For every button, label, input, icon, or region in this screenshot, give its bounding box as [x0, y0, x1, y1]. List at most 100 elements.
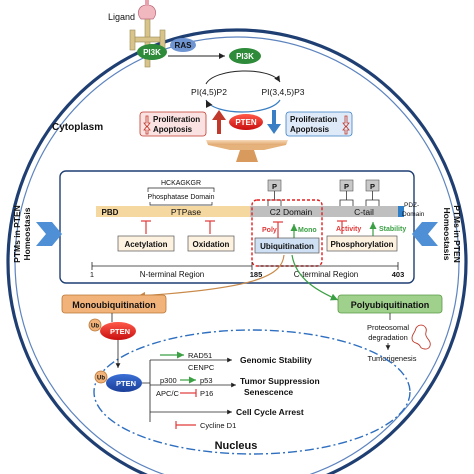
left-side-label-1: PTMs in PTEN	[12, 205, 22, 263]
pten-down-arrow	[267, 110, 281, 134]
cytoplasm-label: Cytoplasm	[52, 122, 103, 133]
mono-label: Mono	[298, 227, 317, 234]
ligand-label: Ligand	[108, 12, 135, 22]
pdz-domain	[398, 206, 404, 217]
cell-cycle-label: Cell Cycle Arrest	[236, 407, 304, 417]
acetylation-box	[117, 235, 175, 252]
apcc-label: APC/C	[156, 389, 180, 398]
mono-ub-icon	[88, 318, 102, 332]
c2-label: C2 Domain	[270, 207, 313, 217]
left-side-label-2: Homeostasis	[22, 207, 32, 260]
pos-start: 1	[90, 270, 94, 279]
mono-ub-label: Ub	[91, 324, 99, 330]
cell-membrane-inner	[14, 36, 460, 474]
p53-label: p53	[200, 376, 213, 385]
to-mono-arrow	[137, 254, 285, 300]
pi3k-bound	[137, 44, 167, 60]
ptm-inhibition-lines	[141, 220, 347, 234]
svg-text:P: P	[370, 182, 375, 191]
activity-label: Activity	[336, 226, 361, 233]
pi3k-free	[229, 48, 261, 64]
p16-label: P16	[200, 389, 213, 398]
hckagkgr-bracket	[147, 187, 215, 192]
ctail-label: C-tail	[354, 207, 374, 217]
c2-domain	[250, 206, 330, 217]
tumorigenesis-label: Tumorigenesis	[368, 354, 417, 363]
pip2-label: PI(4,5)P2	[191, 87, 227, 97]
left-outcome-box: Proliferation Apoptosis	[139, 111, 207, 137]
tumor-suppression-label: Tumor Suppression	[240, 376, 320, 386]
pbd-label: PBD	[102, 208, 119, 217]
left-apoptosis: Apoptosis	[153, 125, 193, 134]
stability-label: Stability	[379, 226, 406, 233]
ras-label: RAS	[175, 41, 193, 50]
pip3-to-pip2-arrow	[205, 99, 281, 113]
nuclear-pten-node	[106, 374, 142, 392]
pip2-to-pip3-arrow	[205, 70, 281, 85]
right-apoptosis: Apoptosis	[290, 125, 330, 134]
ras-node	[170, 38, 196, 52]
n-region-label: N-terminal Region	[140, 270, 204, 279]
pi3k-free-label: PI3K	[236, 52, 254, 61]
up-arrow-icon	[143, 125, 151, 135]
domain-panel	[59, 170, 415, 284]
acetylation-label: Acetylation	[124, 240, 167, 249]
senescence-label: Senescence	[244, 387, 293, 397]
left-proliferation: Proliferation	[153, 115, 200, 124]
pbd-domain	[96, 206, 124, 217]
nuclear-ub-icon	[94, 370, 108, 384]
oxidation-label: Oxidation	[193, 240, 230, 249]
phosphorylation-box	[326, 235, 398, 252]
rad51-label: RAD51	[188, 351, 212, 360]
ubiquitination-label: Ubiquitination	[260, 242, 314, 251]
oxidation-box	[187, 235, 235, 252]
pi3k-bound-label: PI3K	[143, 48, 161, 57]
nucleus-membrane	[93, 329, 411, 455]
nuclear-branch	[142, 360, 151, 422]
p300-label: p300	[160, 376, 177, 385]
genomic-stability-label: Genomic Stability	[240, 355, 312, 365]
pten-node	[229, 114, 263, 130]
to-poly-arrow	[291, 254, 339, 301]
down-arrow-icon	[143, 115, 151, 128]
pten-up-arrow	[212, 110, 226, 134]
ligand-icon	[137, 0, 157, 20]
mono-pten-node	[100, 322, 136, 340]
phosphorylation-label: Phosphorylation	[330, 240, 393, 249]
polyubiquitination-label: Polyubiquitination	[351, 300, 430, 310]
proteosomal-label-2: degradation	[368, 333, 408, 342]
down-arrow-icon	[342, 115, 350, 128]
phospho-site-2: P	[339, 179, 354, 206]
ctail-domain	[330, 206, 398, 217]
nucleus-label: Nucleus	[215, 440, 258, 452]
pten-label: PTEN	[235, 118, 257, 127]
degraded-protein-icon	[411, 324, 431, 350]
pip3-label: PI(3,4,5)P3	[262, 87, 305, 97]
right-side-label-1: PTMs in PTEN	[452, 205, 462, 263]
pos-end: 403	[392, 270, 405, 279]
ubiquitination-box	[254, 237, 320, 254]
left-chevron-icon	[36, 222, 62, 246]
pdz-label-2: Domain	[402, 211, 425, 218]
phospho-site-3: P	[365, 179, 380, 206]
ptpase-domain	[124, 206, 250, 217]
nuclear-pten-label: PTEN	[116, 379, 136, 388]
proteosomal-label-1: Proteosomal	[367, 323, 409, 332]
cell-membrane-outer	[6, 28, 468, 474]
c-region-label: C-terminal Region	[294, 270, 358, 279]
pos-mid: 185	[250, 270, 263, 279]
cyclin-label: Cycline D1	[200, 421, 236, 430]
nuclear-ub-label: Ub	[97, 376, 105, 382]
pdz-label-1: PDZ-	[404, 202, 419, 209]
monoubiquitination-label: Monoubiquitination	[72, 300, 155, 310]
svg-text:P: P	[344, 182, 349, 191]
svg-text:P: P	[272, 182, 277, 191]
right-proliferation: Proliferation	[290, 115, 337, 124]
up-arrow-icon	[342, 125, 350, 135]
monoubiquitination-box	[61, 294, 167, 314]
right-outcome-box: Proliferation Apoptosis	[285, 111, 353, 137]
phosphatase-label: Phosphatase Domain	[148, 194, 215, 201]
right-side-label-2: Homeostasis	[442, 208, 452, 261]
balance-scale-icon	[206, 140, 288, 162]
